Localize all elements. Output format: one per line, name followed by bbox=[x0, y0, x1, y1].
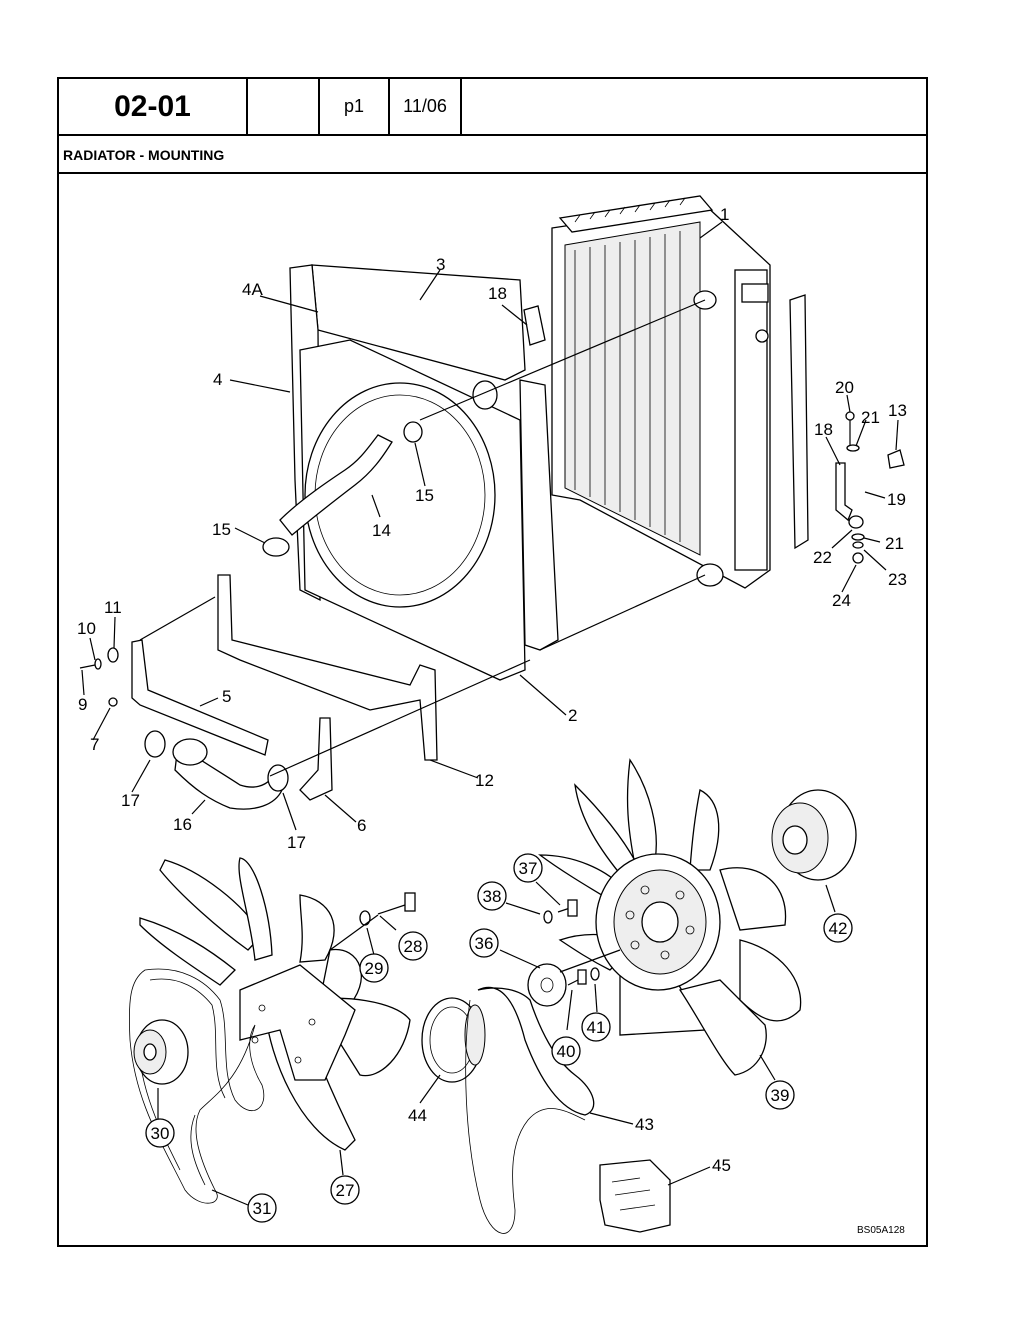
callout-21-lower: 21 bbox=[885, 534, 904, 553]
drive-belt-right bbox=[477, 986, 595, 1116]
drive-belt-right-loop bbox=[465, 999, 586, 1234]
callout-1: 1 bbox=[720, 205, 729, 224]
page-number: p1 bbox=[343, 96, 365, 116]
hub-hardware-parts bbox=[527, 899, 600, 1007]
svg-text:29: 29 bbox=[365, 959, 384, 978]
brace-part bbox=[131, 639, 269, 756]
drive-belt-left bbox=[128, 968, 265, 1204]
callout-14: 14 bbox=[372, 521, 391, 540]
callout-22: 22 bbox=[813, 548, 832, 567]
callout-labels: 1 2 3 4 4A 5 6 7 9 10 11 12 13 14 15 15 … bbox=[77, 205, 907, 1175]
callout-24: 24 bbox=[832, 591, 851, 610]
callout-21-upper: 21 bbox=[861, 408, 880, 427]
svg-text:38: 38 bbox=[483, 887, 502, 906]
fan-drive-part bbox=[771, 789, 857, 881]
figure-reference: BS05A128 bbox=[857, 1225, 905, 1236]
circled-callout-30: 30 bbox=[145, 1118, 175, 1148]
callout-12: 12 bbox=[475, 771, 494, 790]
section-title: RADIATOR - MOUNTING bbox=[63, 147, 225, 163]
svg-text:37: 37 bbox=[519, 859, 538, 878]
circled-callout-37: 37 bbox=[513, 853, 543, 883]
callout-43: 43 bbox=[635, 1115, 654, 1134]
callout-4a: 4A bbox=[242, 280, 263, 299]
washer-part bbox=[359, 910, 371, 926]
circled-callout-36: 36 bbox=[469, 928, 499, 958]
callout-7: 7 bbox=[90, 735, 99, 754]
lower-bracket-part bbox=[217, 574, 438, 761]
callout-18-right: 18 bbox=[814, 420, 833, 439]
callout-10: 10 bbox=[77, 619, 96, 638]
callout-18-upper: 18 bbox=[488, 284, 507, 303]
callout-9: 9 bbox=[78, 695, 87, 714]
circled-callout-31: 31 bbox=[247, 1193, 277, 1223]
fan-assembly-left bbox=[139, 857, 411, 1151]
svg-text:30: 30 bbox=[151, 1124, 170, 1143]
fan-assembly-right bbox=[538, 758, 802, 1076]
callout-15-upper: 15 bbox=[415, 486, 434, 505]
fan-shroud-part bbox=[289, 264, 559, 681]
callout-2: 2 bbox=[568, 706, 577, 725]
callout-6: 6 bbox=[357, 816, 366, 835]
circled-callout-42: 42 bbox=[823, 913, 853, 943]
callout-45: 45 bbox=[712, 1156, 731, 1175]
cover-plate-part bbox=[599, 1159, 671, 1233]
callout-16: 16 bbox=[173, 815, 192, 834]
pulley-part bbox=[133, 1019, 189, 1085]
circled-callout-41: 41 bbox=[581, 1012, 611, 1042]
callout-17-left: 17 bbox=[121, 791, 140, 810]
small-bracket-part bbox=[299, 717, 333, 801]
callout-15-lower: 15 bbox=[212, 520, 231, 539]
callout-13: 13 bbox=[888, 401, 907, 420]
circled-callouts: 27 28 29 30 31 36 37 38 39 40 41 42 bbox=[145, 853, 853, 1223]
bolt-part bbox=[377, 903, 409, 915]
callout-20: 20 bbox=[835, 378, 854, 397]
leader-lines bbox=[81, 221, 899, 1206]
callout-5: 5 bbox=[222, 687, 231, 706]
circled-callout-40: 40 bbox=[551, 1036, 581, 1066]
page-frame bbox=[57, 77, 928, 1247]
pulley-ring-part bbox=[421, 997, 486, 1083]
callout-19: 19 bbox=[887, 490, 906, 509]
callout-11: 11 bbox=[104, 598, 122, 617]
section-title-bar: RADIATOR - MOUNTING bbox=[57, 134, 928, 174]
callout-17-right: 17 bbox=[287, 833, 306, 852]
circled-callout-28: 28 bbox=[398, 931, 428, 961]
svg-text:40: 40 bbox=[557, 1042, 576, 1061]
hose-clamp-part bbox=[403, 421, 423, 443]
circled-callout-29: 29 bbox=[359, 953, 389, 983]
svg-text:41: 41 bbox=[587, 1018, 606, 1037]
svg-text:27: 27 bbox=[336, 1181, 355, 1200]
bolt-washer-parts bbox=[79, 647, 119, 707]
svg-text:39: 39 bbox=[771, 1086, 790, 1105]
upper-hose-part bbox=[279, 434, 393, 536]
callout-3: 3 bbox=[436, 255, 445, 274]
svg-text:42: 42 bbox=[829, 919, 848, 938]
section-code: 02-01 bbox=[114, 89, 191, 123]
radiator-part bbox=[551, 195, 809, 589]
callout-4: 4 bbox=[213, 370, 222, 389]
callout-23: 23 bbox=[888, 570, 907, 589]
circled-callout-38: 38 bbox=[477, 881, 507, 911]
mounting-hardware-parts bbox=[523, 305, 905, 564]
hose-clamp-part bbox=[262, 537, 290, 557]
svg-text:31: 31 bbox=[253, 1199, 272, 1218]
circled-callout-27: 27 bbox=[330, 1175, 360, 1205]
svg-text:28: 28 bbox=[404, 937, 423, 956]
revision-date: 11/06 bbox=[403, 96, 447, 116]
callout-44: 44 bbox=[408, 1106, 427, 1125]
svg-text:36: 36 bbox=[475, 934, 494, 953]
circled-callout-39: 39 bbox=[765, 1080, 795, 1110]
